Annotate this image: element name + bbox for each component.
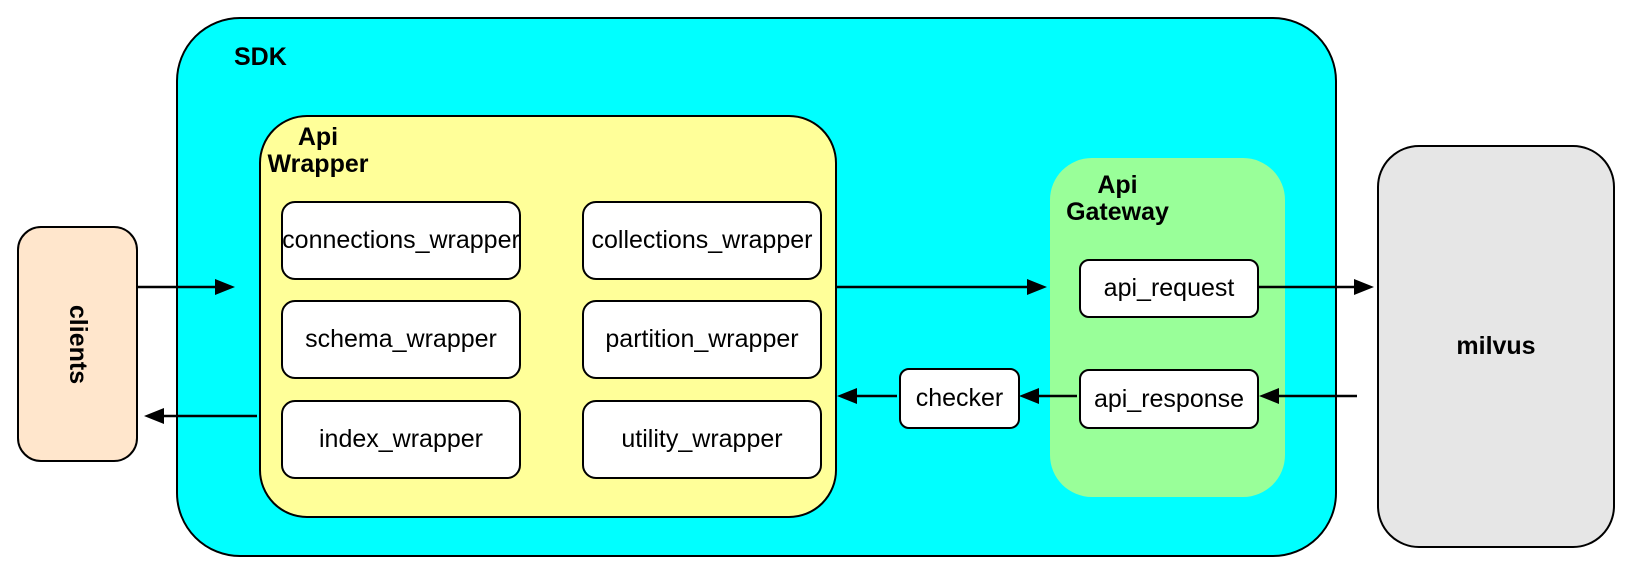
milvus-box: milvus — [1377, 145, 1615, 548]
checker-box: checker — [899, 368, 1020, 429]
clients-label: clients — [63, 304, 92, 384]
checker-label: checker — [915, 384, 1004, 412]
api-wrapper-container: Api Wrapper connections_wrapper collecti… — [259, 115, 837, 518]
milvus-label: milvus — [1456, 332, 1536, 360]
module-label: connections_wrapper — [282, 226, 520, 254]
api-gateway-label-line1: Api — [1097, 171, 1138, 199]
api-wrapper-label-line1: Api — [297, 123, 339, 151]
api-wrapper-label: Api Wrapper — [261, 124, 375, 178]
module-utility-wrapper: utility_wrapper — [582, 400, 822, 479]
module-connections-wrapper: connections_wrapper — [281, 201, 521, 280]
api-gateway-container: Api Gateway api_request api_response — [1050, 158, 1285, 497]
module-label: collections_wrapper — [591, 226, 813, 254]
module-label: utility_wrapper — [621, 425, 783, 453]
api-wrapper-label-line2: Wrapper — [267, 150, 369, 178]
clients-box: clients — [17, 226, 138, 462]
module-label: index_wrapper — [319, 425, 483, 453]
module-collections-wrapper: collections_wrapper — [582, 201, 822, 280]
sdk-label: SDK — [234, 43, 287, 71]
api-request-label: api_request — [1103, 274, 1235, 302]
module-label: schema_wrapper — [305, 325, 497, 353]
api-response-label: api_response — [1093, 384, 1245, 413]
api-gateway-label: Api Gateway — [1050, 172, 1185, 226]
api-request-box: api_request — [1079, 259, 1259, 318]
api-gateway-label-line2: Gateway — [1066, 198, 1169, 226]
module-partition-wrapper: partition_wrapper — [582, 300, 822, 379]
module-schema-wrapper: schema_wrapper — [281, 300, 521, 379]
sdk-container: SDK Api Wrapper connections_wrapper coll… — [176, 17, 1337, 557]
api-response-box: api_response — [1079, 369, 1259, 429]
module-label: partition_wrapper — [605, 325, 799, 353]
module-index-wrapper: index_wrapper — [281, 400, 521, 479]
